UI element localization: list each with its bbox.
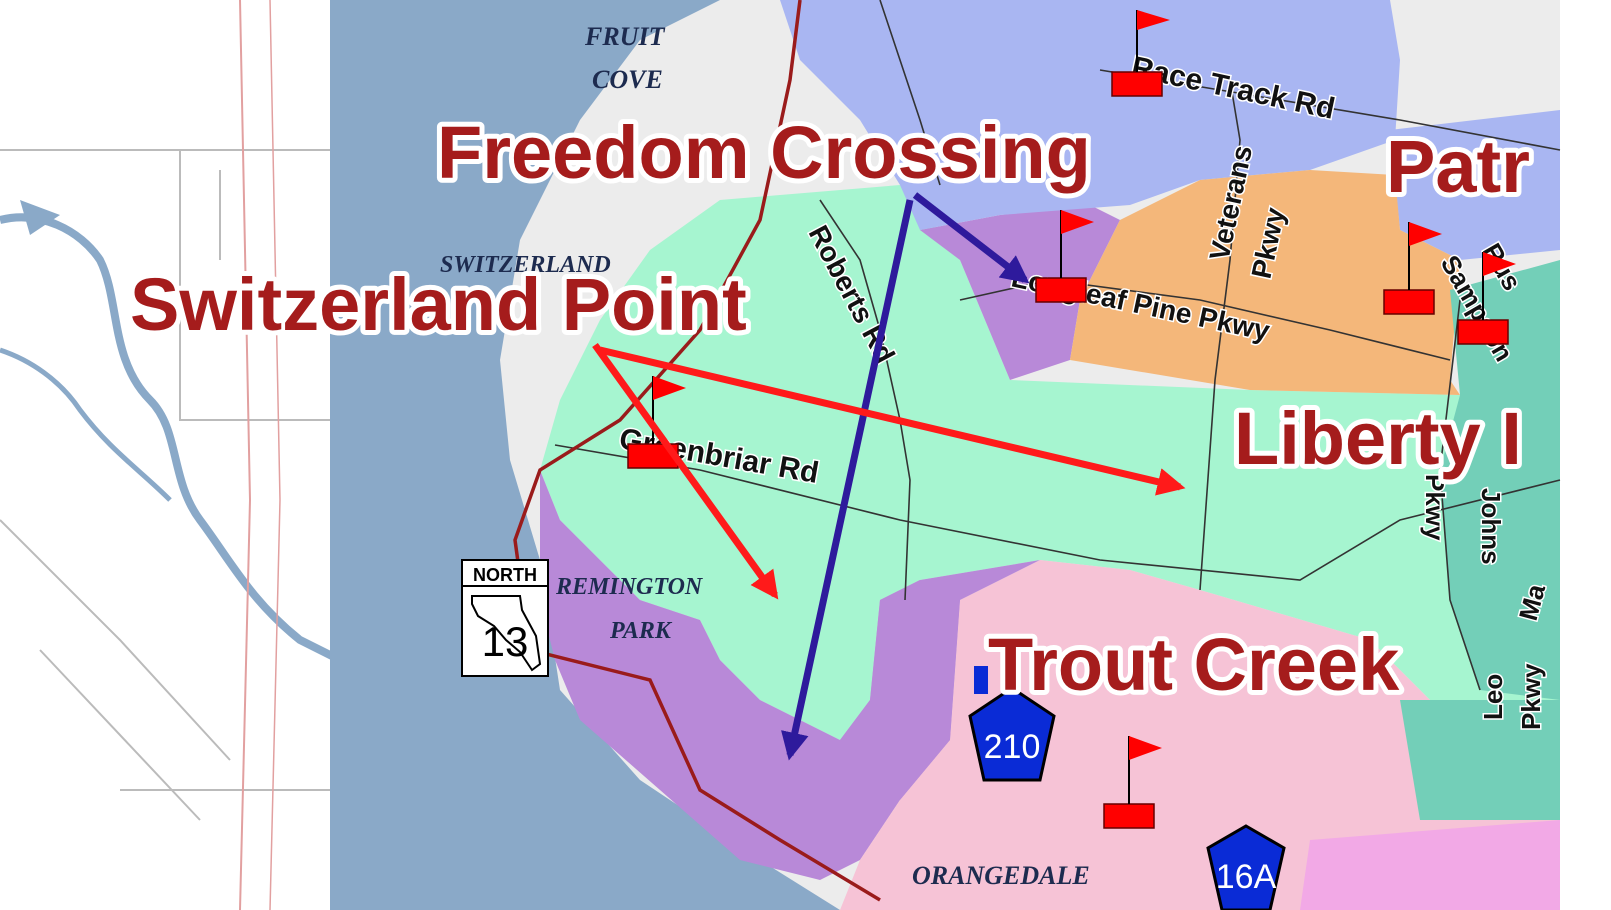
- place-label-remington: REMINGTON: [555, 574, 704, 600]
- school-flag-sampson[interactable]: [1457, 252, 1516, 345]
- zone-teal-se: [1400, 700, 1560, 820]
- st-johns-river: [330, 0, 840, 910]
- zone-patriot: [780, 0, 1400, 230]
- creek: [0, 213, 342, 664]
- neighborhood-label-freedom-crossing: Freedom Crossing: [437, 111, 1091, 194]
- zone-trout-creek: [840, 560, 1560, 910]
- white-area: [0, 0, 330, 910]
- place-label-park: PARK: [609, 618, 673, 644]
- cr210-shield: 210: [968, 666, 1056, 782]
- place-label-orangedale: ORANGEDALE: [912, 861, 1090, 890]
- school-flag-longleaf[interactable]: [1035, 210, 1094, 303]
- creek-inlet: [20, 200, 60, 235]
- county-boundary: [513, 0, 881, 902]
- arrow-switzerland-to-liberty: [599, 346, 1186, 496]
- place-label-cove: COVE: [592, 65, 663, 94]
- sr13-number: 13: [482, 618, 529, 665]
- zone-patriot-east: [1390, 110, 1560, 260]
- neighborhood-label-trout-creek: Trout Creek: [988, 623, 1400, 706]
- zone-purple-south: [840, 560, 1040, 800]
- rail-line: [239, 0, 252, 910]
- arrow-switzerland-to-freedom-zone: [592, 342, 779, 600]
- zone-freedom-crossing: [540, 185, 1560, 740]
- road-label-leo-pkwy: Pkwy: [1516, 663, 1546, 730]
- school-flag-race-track[interactable]: [1111, 10, 1170, 97]
- place-label-fruit: FRUIT: [584, 22, 666, 51]
- creek-branch: [0, 347, 172, 502]
- road-label-leo: Leo: [1478, 674, 1508, 720]
- sr13-header: NORTH: [473, 565, 537, 585]
- school-flag-trout-creek[interactable]: [1103, 736, 1162, 829]
- neighborhood-label-liberty: Liberty I: [1234, 397, 1522, 480]
- arrow-freedom-to-switzerland-zone: [781, 199, 914, 761]
- sr13-shield: NORTH 13: [461, 559, 549, 677]
- minor-roads: [0, 149, 330, 821]
- rail-line-2: [269, 0, 281, 910]
- zone-liberty-teal: [1440, 260, 1560, 700]
- map-roads: [554, 0, 1561, 691]
- zone-switzerland-point: [540, 470, 960, 880]
- place-label-switzerland: SWITZERLAND: [440, 252, 611, 278]
- cr210-number: 210: [984, 728, 1041, 766]
- cr16a-shield: 16A: [1206, 824, 1286, 910]
- neighborhood-label-switzerland-point: Switzerland Point: [130, 263, 747, 346]
- zone-orangedale-pink: [1300, 820, 1560, 910]
- road-label-pkwy-side: Pkwy: [1420, 474, 1450, 541]
- school-flag-patriot[interactable]: [1383, 222, 1442, 315]
- road-label-st-johns: Johns: [1476, 488, 1506, 565]
- right-edge: [1560, 0, 1611, 910]
- neighborhood-label-patr: Patr: [1386, 125, 1530, 208]
- arrow-freedom-to-longleaf: [912, 192, 1030, 284]
- zone-purple-north: [920, 205, 1120, 380]
- cr16a-number: 16A: [1216, 858, 1277, 896]
